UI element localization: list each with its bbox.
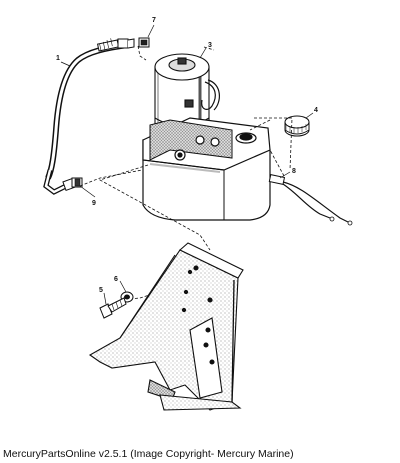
callout-5: 5 xyxy=(99,287,103,294)
callout-8: 8 xyxy=(292,168,296,175)
hose-fitting xyxy=(71,177,83,188)
sender-harness xyxy=(268,174,353,226)
image-caption: MercuryPartsOnline v2.5.1 (Image Copyrig… xyxy=(3,448,294,460)
callout-6: 6 xyxy=(114,276,118,283)
callout-9: 9 xyxy=(92,200,96,207)
leader-lines xyxy=(60,24,314,305)
callout-7: 7 xyxy=(152,17,156,24)
reservoir-cap xyxy=(284,115,310,137)
mounting-bolt xyxy=(99,297,127,319)
pump-reservoir xyxy=(142,117,271,221)
top-fitting xyxy=(138,37,150,48)
callout-4: 4 xyxy=(314,107,318,114)
callout-3: 3 xyxy=(208,42,212,49)
callout-1: 1 xyxy=(56,55,60,62)
mounting-bracket xyxy=(88,242,244,411)
